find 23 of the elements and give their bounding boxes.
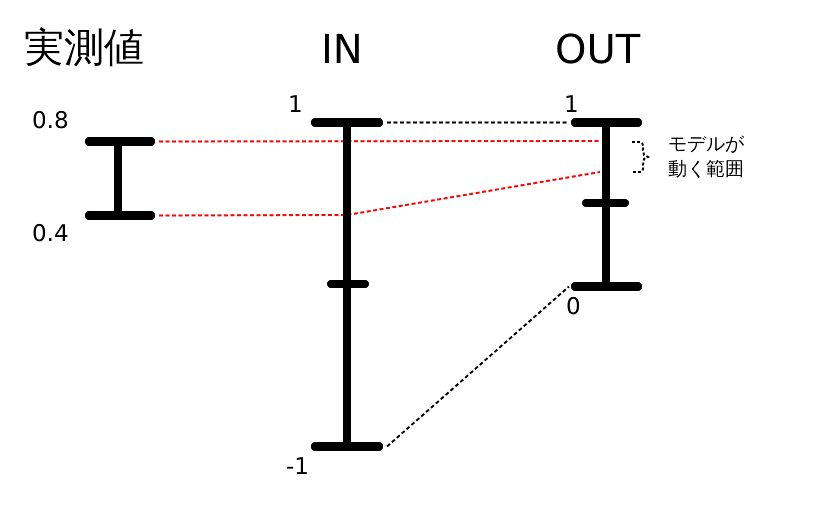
scale-axis-line [343, 127, 351, 442]
connector-line [159, 140, 600, 142]
scale-axis-line [602, 127, 610, 282]
connector-line [387, 122, 569, 124]
connector-line [386, 286, 570, 448]
scale-end-bar [85, 211, 155, 220]
column-heading: OUT [555, 30, 640, 70]
annotation-text: モデルが動く範囲 [668, 132, 746, 182]
scale-value: 0.4 [32, 223, 69, 246]
scale-value: 0.8 [32, 110, 69, 133]
connector-line [159, 171, 600, 216]
scale-value: 1 [288, 94, 303, 117]
column-heading: IN [321, 30, 363, 70]
scale-end-bar [571, 282, 642, 291]
scale-end-bar [85, 137, 155, 146]
scale-end-bar [571, 118, 642, 127]
scale-value: -1 [286, 456, 309, 479]
scale-end-bar [311, 442, 383, 451]
scale-value: 0 [566, 296, 581, 319]
scale-end-bar [311, 118, 383, 127]
column-heading: 実測値 [24, 28, 144, 68]
scale-axis-line [114, 146, 122, 211]
scale-value: 1 [564, 94, 579, 117]
